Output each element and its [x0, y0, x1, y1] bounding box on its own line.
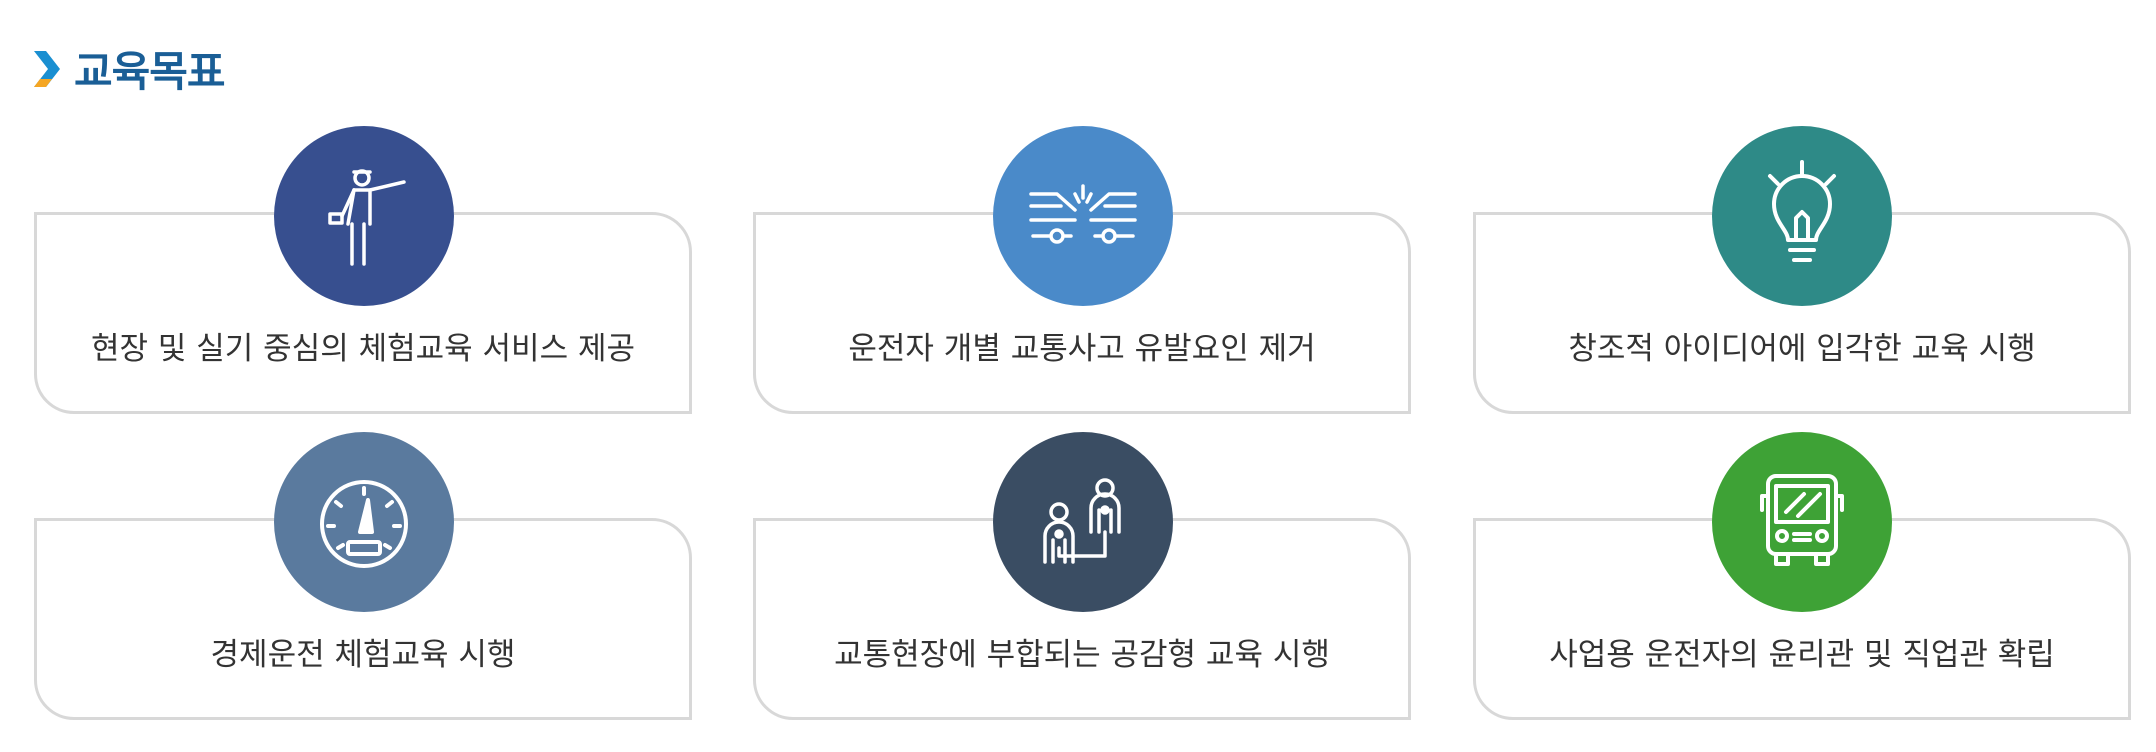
goal-icon-circle-4: [274, 432, 454, 612]
section-header: 교육목표: [32, 38, 226, 99]
goal-icon-circle-2: [993, 126, 1173, 306]
chevron-right-icon: [34, 50, 60, 87]
goal-icon-circle-5: [993, 432, 1173, 612]
goal-text: 교통현장에 부합되는 공감형 교육 시행: [834, 637, 1330, 673]
goal-text: 경제운전 체험교육 시행: [210, 637, 516, 673]
lightbulb-icon: [1768, 160, 1836, 262]
speedometer-icon: [320, 480, 408, 568]
goal-text: 현장 및 실기 중심의 체험교육 서비스 제공: [91, 331, 635, 367]
goal-text: 사업용 운전자의 윤리관 및 직업관 확립: [1549, 637, 2055, 673]
bus-icon: [1760, 474, 1844, 566]
traffic-officer-icon: [328, 169, 406, 266]
section-title: 교육목표: [74, 47, 226, 96]
goal-card-2: 운전자 개별 교통사고 유발요인 제거: [753, 212, 1411, 414]
people-connection-icon: [1043, 478, 1121, 564]
goal-text: 창조적 아이디어에 입각한 교육 시행: [1568, 331, 2036, 367]
goal-icon-circle-1: [274, 126, 454, 306]
goal-text: 운전자 개별 교통사고 유발요인 제거: [848, 331, 1316, 367]
goal-card-4: 경제운전 체험교육 시행: [34, 518, 692, 720]
goal-icon-circle-3: [1712, 126, 1892, 306]
goal-card-5: 교통현장에 부합되는 공감형 교육 시행: [753, 518, 1411, 720]
car-crash-icon: [1029, 184, 1137, 244]
goal-icon-circle-6: [1712, 432, 1892, 612]
